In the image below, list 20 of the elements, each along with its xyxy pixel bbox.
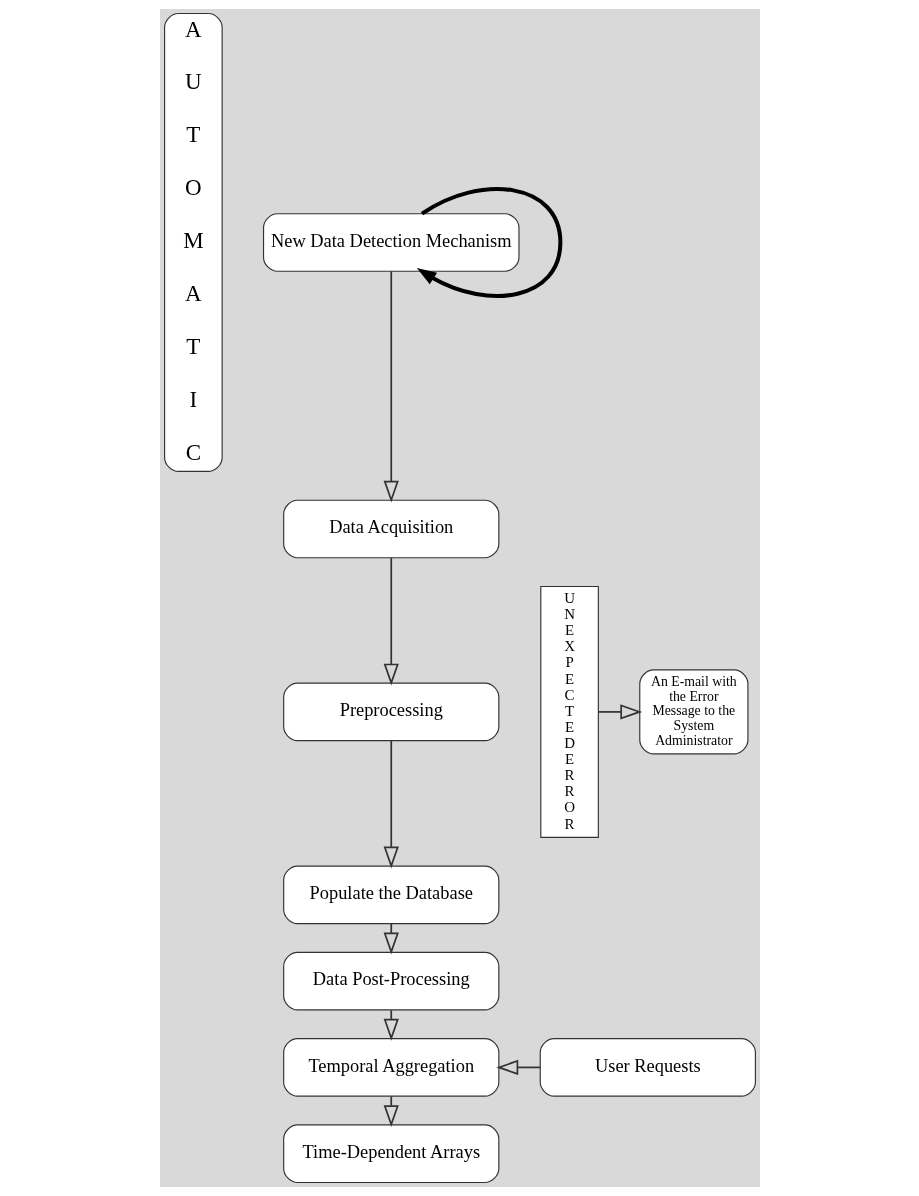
arrow — [416, 187, 562, 298]
node-box: New Data Detection Mechanism — [262, 213, 520, 272]
arrow — [383, 1095, 399, 1128]
arrow — [383, 740, 399, 869]
arrow — [495, 1059, 541, 1076]
node-box: Data Post-Processing — [282, 951, 499, 1011]
node-box: User Requests — [539, 1038, 756, 1097]
arrow — [597, 704, 642, 720]
node-box: UNEXPECTED ERROR — [539, 585, 599, 838]
arrow — [383, 1009, 399, 1041]
node-box: Data Acquisition — [282, 499, 499, 559]
node-box: Preprocessing — [282, 682, 499, 742]
node-box: Time-Dependent Arrays — [282, 1124, 499, 1184]
arrow — [383, 923, 399, 955]
node-box: Temporal Aggregation — [282, 1038, 499, 1097]
node-box: AUTOMATIC — [163, 12, 223, 472]
node-box: Populate the Database — [282, 865, 499, 925]
arrow — [383, 557, 399, 686]
arrow — [383, 270, 399, 503]
node-box: An E-mail with the Error Message to the System Administrator — [638, 669, 748, 755]
